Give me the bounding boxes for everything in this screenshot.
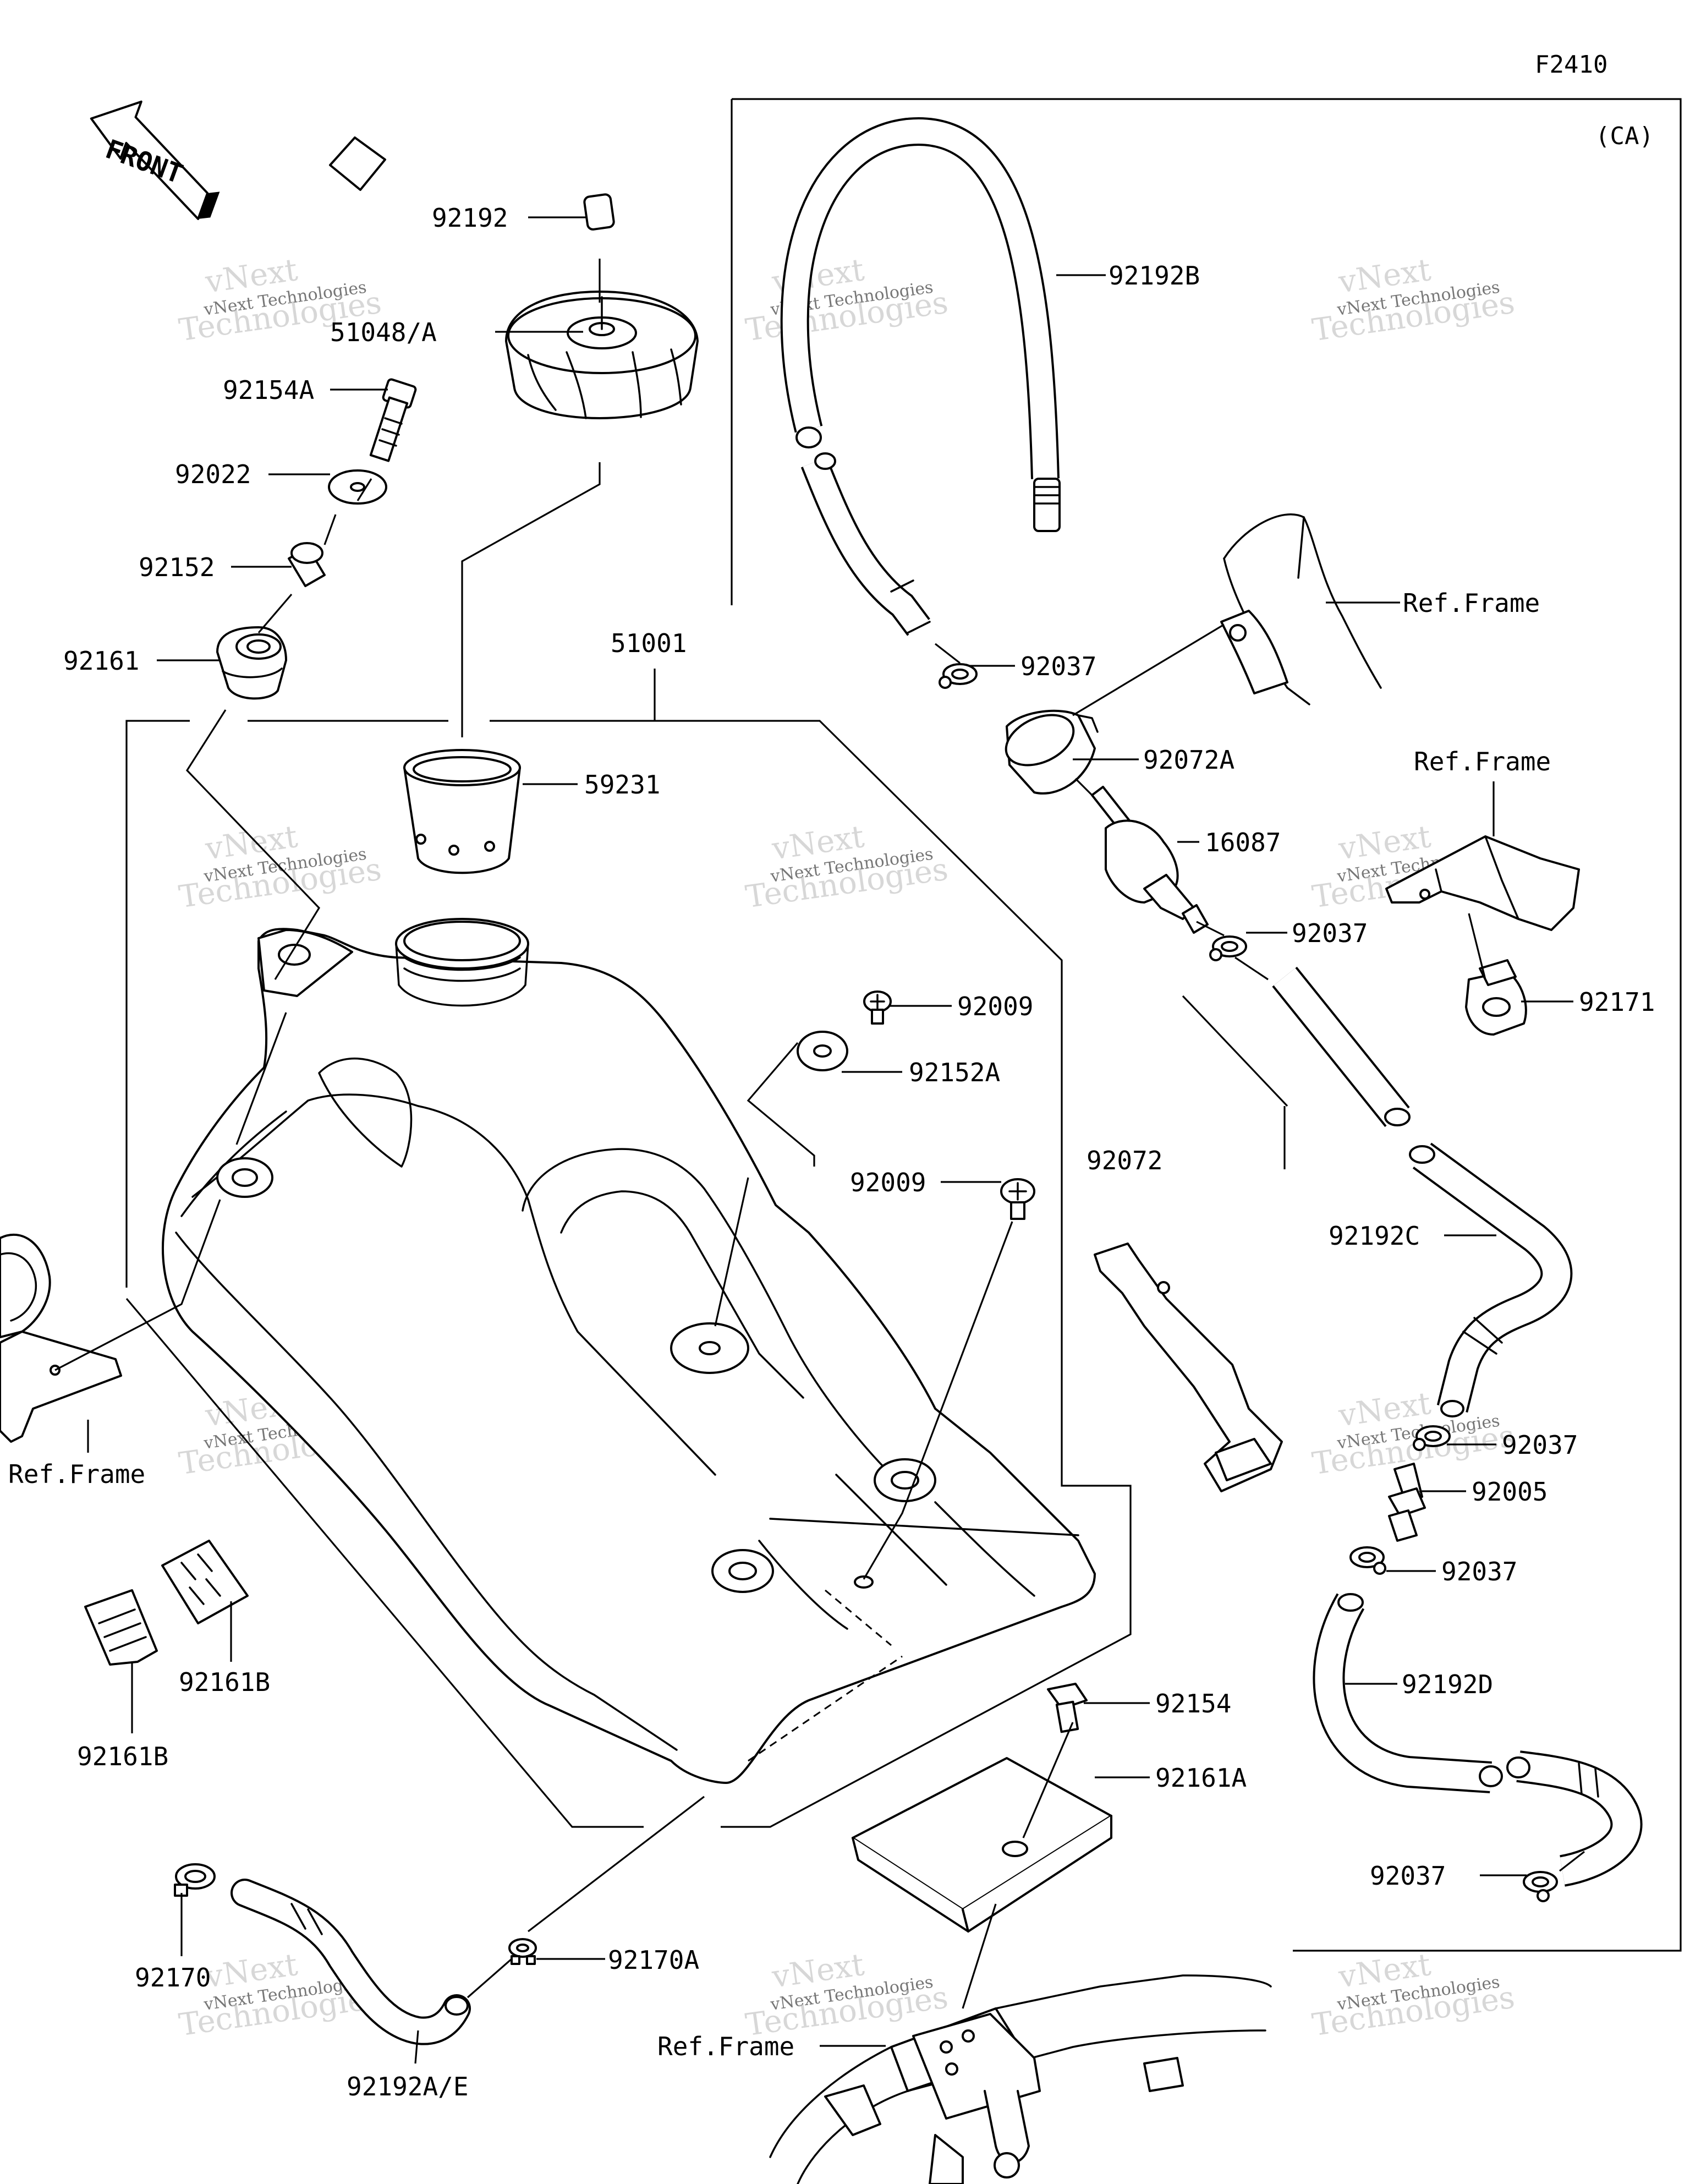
damper-92161 (216, 626, 287, 700)
breather-hose-92192 (329, 47, 615, 231)
label-92152: 92152 (139, 552, 215, 582)
damper-92161a (852, 1757, 1112, 1933)
label-92192d: 92192D (1402, 1670, 1493, 1699)
label-92009-a: 92009 (957, 992, 1033, 1021)
figure-code: F2410 (1535, 51, 1607, 79)
clip-92037-e (1523, 1871, 1558, 1902)
vent-hose-92192b (780, 117, 1061, 636)
front-arrow-icon: FRONT (90, 100, 220, 220)
label-92037-d: 92037 (1441, 1557, 1517, 1586)
label-92161a: 92161A (1155, 1763, 1247, 1793)
label-92072a: 92072A (1143, 745, 1234, 775)
drain-hose-92192ae (231, 1879, 471, 2045)
label-92192ae: 92192A/E (347, 2072, 469, 2101)
fuel-tank-51001 (162, 918, 1096, 1784)
frame-bracket-left (0, 1233, 122, 1443)
frame-tube-ca-top (1220, 513, 1382, 705)
clip-92037-a (939, 663, 978, 689)
label-92192: 92192 (432, 203, 508, 233)
label-92161: 92161 (63, 646, 139, 676)
screw-92009-a (863, 990, 892, 1025)
label-92161b-left: 92161B (77, 1742, 168, 1771)
label-ref-frame-mid: Ref.Frame (1414, 747, 1551, 776)
label-92037-e: 92037 (1370, 1861, 1446, 1891)
pad-92161b-right (161, 1540, 249, 1624)
clamp-92171 (1465, 959, 1527, 1036)
label-ref-frame-bottom: Ref.Frame (657, 2032, 794, 2061)
label-92154a: 92154A (223, 375, 314, 405)
label-92037-b: 92037 (1292, 918, 1368, 948)
label-ref-frame-top: Ref.Frame (1403, 588, 1540, 618)
label-92170a: 92170A (608, 1945, 699, 1975)
clamp-92170 (174, 1863, 216, 1897)
label-92192c: 92192C (1329, 1221, 1420, 1251)
vent-hose-92192d (1313, 1593, 1643, 1887)
label-59231: 59231 (584, 770, 660, 800)
label-92192b: 92192B (1109, 261, 1200, 291)
frame-rear (769, 1974, 1272, 2184)
label-92152a: 92152A (909, 1058, 1000, 1087)
label-ref-frame-left: Ref.Frame (8, 1459, 145, 1489)
label-92037-a: 92037 (1020, 652, 1096, 681)
label-92005: 92005 (1472, 1477, 1548, 1507)
part-labels: 92192 51048/A 92154A 92022 92152 92161 5… (8, 203, 1655, 2101)
vent-hose-92192c (1272, 966, 1573, 1417)
valve-16087 (1091, 786, 1209, 934)
fitting-92005 (1388, 1463, 1426, 1542)
filter-59231 (403, 749, 521, 874)
bolt-92154a (369, 378, 417, 462)
label-16087: 16087 (1205, 828, 1281, 857)
label-92022: 92022 (175, 459, 251, 489)
clip-92037-b (1209, 935, 1247, 961)
region-label: (CA) (1595, 122, 1654, 150)
label-92009-b: 92009 (850, 1168, 926, 1197)
screw-92009-b (1000, 1178, 1035, 1220)
collar-92152 (288, 542, 326, 587)
label-51001: 51001 (611, 628, 687, 658)
fuel-cap-51048a (505, 291, 699, 419)
clip-92037-c (1413, 1425, 1451, 1451)
bolt-92154 (1047, 1683, 1088, 1733)
label-92161b-right: 92161B (179, 1667, 270, 1697)
washer-92022 (328, 469, 387, 505)
label-51048a: 51048/A (330, 318, 437, 347)
label-92170: 92170 (135, 1963, 211, 1993)
clamp-92170a (508, 1938, 537, 1965)
holder-92072a (1005, 709, 1099, 795)
label-92037-c: 92037 (1502, 1430, 1578, 1460)
label-92154: 92154 (1155, 1689, 1231, 1718)
label-92072: 92072 (1087, 1146, 1162, 1175)
clip-92037-d (1349, 1546, 1386, 1575)
frame-bracket-ca-mid (1385, 835, 1580, 931)
ca-region-box (732, 98, 1682, 1952)
band-92072 (1094, 1242, 1283, 1492)
label-92171: 92171 (1579, 987, 1655, 1017)
leader-lines (54, 216, 1585, 2064)
pad-92161b-left (84, 1589, 158, 1666)
washer-92152a (797, 1031, 848, 1071)
